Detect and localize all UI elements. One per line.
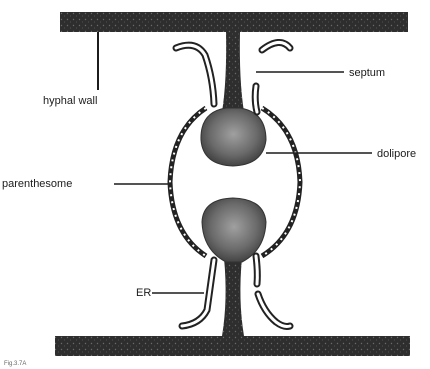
septum-upper (222, 32, 244, 112)
er-upper-right-arc (262, 42, 290, 50)
hyphal-wall-bottom (55, 336, 410, 356)
dolipore-upper-swelling (201, 108, 266, 166)
parenthesome-left (170, 108, 206, 256)
parenthesome-right (262, 108, 300, 256)
er-upper-left (176, 45, 214, 104)
parenthesome-label: parenthesome (2, 178, 72, 190)
hyphal-wall-top (60, 12, 408, 32)
septum-label: septum (349, 67, 385, 79)
hyphal-wall-label: hyphal wall (43, 95, 97, 107)
dolipore-label: dolipore (377, 148, 416, 160)
figure-caption: Fig.3.7A (4, 361, 26, 368)
er-lower-right (256, 256, 290, 327)
parenthesome-right-pores (262, 108, 300, 256)
dolipore-lower-swelling (202, 198, 266, 262)
er-upper-right-stem (255, 86, 257, 112)
er-label: ER (136, 287, 151, 299)
septum-lower (222, 258, 244, 336)
parenthesome-left-pores (170, 108, 206, 256)
